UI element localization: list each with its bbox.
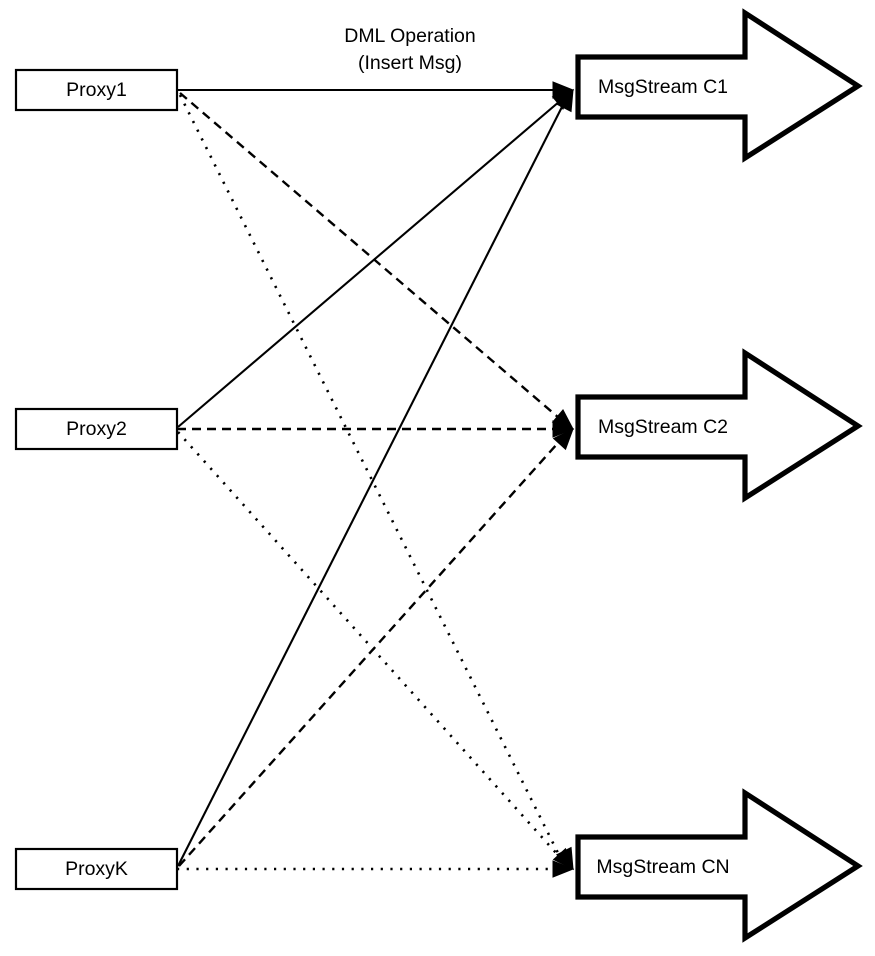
- arrowhead-pk-cn: [552, 860, 575, 878]
- proxy-node-proxy1[interactable]: Proxy1: [14, 68, 179, 112]
- arrowhead-pk-c1: [555, 88, 574, 113]
- stream-node-stream_cn[interactable]: MsgStream CN: [575, 788, 863, 943]
- stream-arrow-shape-stream_cn: [575, 788, 863, 943]
- edge-p1-c2: [179, 92, 567, 425]
- proxy-node-proxyk[interactable]: ProxyK: [14, 847, 179, 891]
- stream-node-stream_c1[interactable]: MsgStream C1: [575, 8, 863, 163]
- streams-layer: MsgStream C1 MsgStream C2 MsgStream CN: [575, 8, 863, 943]
- proxy-label-proxy2: Proxy2: [66, 418, 127, 440]
- edge-pk-c2: [178, 433, 567, 867]
- edge-label-dml-operation: DML Operation: [344, 25, 476, 47]
- arrowhead-p2-c2: [552, 420, 575, 438]
- edges-layer: [177, 88, 569, 871]
- stream-arrow-shape-stream_c2: [575, 348, 863, 503]
- proxy-label-proxy1: Proxy1: [66, 79, 127, 101]
- stream-label-stream_cn: MsgStream CN: [596, 856, 729, 878]
- stream-arrow-shape-stream_c1: [575, 8, 863, 163]
- arrowheads-layer: [551, 81, 575, 878]
- edge-pk-c1: [177, 94, 569, 867]
- edge-p2-cn: [177, 431, 567, 865]
- proxy-node-proxy2[interactable]: Proxy2: [14, 407, 179, 451]
- proxy-label-proxyk: ProxyK: [65, 858, 128, 880]
- proxy-box-proxy1: [14, 68, 179, 112]
- proxy-box-proxyk: [14, 847, 179, 891]
- arrowhead-pk-c2: [552, 428, 574, 451]
- stream-label-stream_c1: MsgStream C1: [598, 76, 728, 98]
- arrowhead-p2-cn: [552, 847, 574, 870]
- edge-p2-c1: [177, 94, 568, 428]
- edge-label-insert-msg: (Insert Msg): [358, 52, 462, 74]
- stream-node-stream_c2[interactable]: MsgStream C2: [575, 348, 863, 503]
- stream-label-stream_c2: MsgStream C2: [598, 416, 728, 438]
- proxy-box-proxy2: [14, 407, 179, 451]
